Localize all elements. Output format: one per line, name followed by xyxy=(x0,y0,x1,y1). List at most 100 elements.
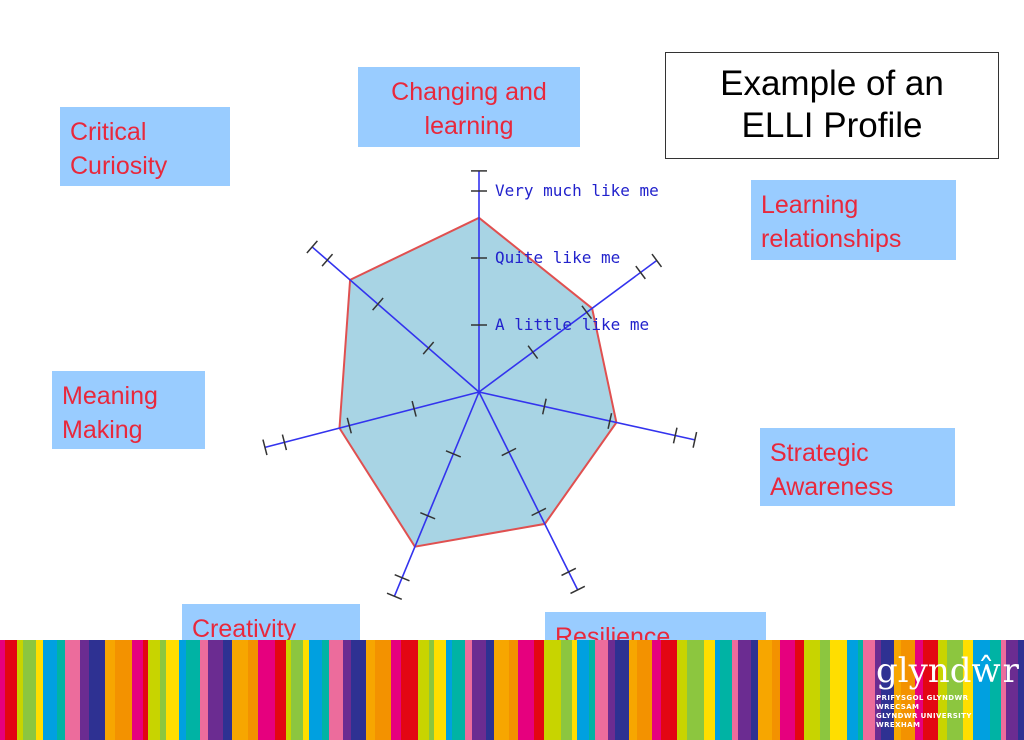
stripe xyxy=(923,640,938,740)
tick-creativity-2 xyxy=(420,512,436,520)
stripe xyxy=(534,640,544,740)
stripe xyxy=(973,640,990,740)
stripe xyxy=(65,640,80,740)
stripe xyxy=(1006,640,1018,740)
stripe xyxy=(179,640,186,740)
logo-wordmark: glyndŵr xyxy=(876,651,1019,691)
stripe xyxy=(1018,640,1024,740)
stripe xyxy=(36,640,43,740)
tick-strategic-4 xyxy=(692,431,698,448)
university-logo: glyndŵr PRIFYSGOL GLYNDWR WRECSAM GLYNDW… xyxy=(870,651,1019,730)
stripe xyxy=(780,640,795,740)
stripe xyxy=(544,640,561,740)
stripe xyxy=(286,640,291,740)
stripe xyxy=(715,640,720,740)
axis-curiosity xyxy=(311,246,480,393)
stripe xyxy=(57,640,65,740)
axis-learning_rel xyxy=(478,259,658,393)
stripe xyxy=(258,640,275,740)
stripe xyxy=(17,640,23,740)
stripe xyxy=(23,640,36,740)
stripe xyxy=(847,640,858,740)
tick-strategic-2 xyxy=(607,413,613,429)
stripe xyxy=(863,640,875,740)
stripe xyxy=(0,640,5,740)
tick-curiosity-2 xyxy=(372,297,384,311)
stripe xyxy=(963,640,973,740)
axis-strategic xyxy=(478,391,696,441)
stripe xyxy=(820,640,830,740)
tick-learning_rel-1 xyxy=(527,345,539,360)
tick-resilience-1 xyxy=(501,447,517,457)
scale-label-3: Very much like me xyxy=(495,181,659,200)
stripe xyxy=(322,640,329,740)
logo-line-english: GLYNDWR UNIVERSITY WREXHAM xyxy=(876,712,972,729)
stripe xyxy=(615,640,629,740)
stripe xyxy=(938,640,947,740)
stripe xyxy=(881,640,894,740)
stripe xyxy=(200,640,208,740)
elli-radar-diagram: A little like me Quite like me Very much l… xyxy=(262,170,698,601)
tick-learning_rel-4 xyxy=(651,253,663,268)
stripe xyxy=(629,640,637,740)
tick-creativity-1 xyxy=(445,450,462,458)
stripe xyxy=(795,640,804,740)
tick-curiosity-3 xyxy=(321,253,334,267)
stripe xyxy=(452,640,465,740)
tick-learning_rel-2 xyxy=(581,305,593,320)
stripe xyxy=(80,640,89,740)
stripe xyxy=(494,640,509,740)
stripe xyxy=(115,640,132,740)
label-meaning-making: Meaning Making xyxy=(52,371,205,449)
stripe xyxy=(329,640,343,740)
stripe xyxy=(446,640,452,740)
tick-curiosity-4 xyxy=(306,240,318,254)
stripe xyxy=(391,640,401,740)
stripe xyxy=(901,640,915,740)
stripe xyxy=(465,640,472,740)
slide-title: Example of an ELLI Profile xyxy=(665,52,999,159)
label-critical-curiosity: Critical Curiosity xyxy=(60,107,230,186)
tick-strategic-1 xyxy=(541,398,547,415)
tick-meaning-4 xyxy=(262,439,268,456)
tick-meaning-1 xyxy=(411,400,417,417)
stripe xyxy=(608,640,615,740)
scale-label-1: A little like me xyxy=(495,315,649,334)
stripe-banner xyxy=(0,640,1024,740)
tick-learning_rel-3 xyxy=(635,265,646,280)
logo-subtitle: PRIFYSGOL GLYNDWR WRECSAM GLYNDWR UNIVER… xyxy=(870,694,1010,730)
tick-meaning-3 xyxy=(281,434,288,451)
stripe xyxy=(291,640,303,740)
stripe xyxy=(518,640,534,740)
axis-creativity xyxy=(393,391,480,597)
stripe xyxy=(804,640,820,740)
tick-resilience-4 xyxy=(570,585,586,595)
stripe xyxy=(472,640,486,740)
stripe xyxy=(1001,640,1006,740)
stripe xyxy=(275,640,286,740)
tick-creativity-4 xyxy=(386,592,403,601)
stripe xyxy=(704,640,715,740)
stripe xyxy=(595,640,608,740)
stripe xyxy=(990,640,1001,740)
axis-resilience xyxy=(478,391,579,591)
label-learning-relationships: Learning relationships xyxy=(751,180,956,260)
stripe xyxy=(89,640,105,740)
stripe xyxy=(166,640,179,740)
stripe xyxy=(401,640,418,740)
tick-strategic-3 xyxy=(672,427,678,444)
stripe xyxy=(661,640,677,740)
stripe xyxy=(418,640,429,740)
stripe xyxy=(186,640,200,740)
label-strategic-awareness: Strategic Awareness xyxy=(760,428,955,506)
stripe xyxy=(486,640,494,740)
profile-polygon xyxy=(338,216,618,548)
stripe xyxy=(830,640,847,740)
stripe xyxy=(652,640,661,740)
stripe xyxy=(738,640,751,740)
stripe xyxy=(589,640,595,740)
scale-label-2: Quite like me xyxy=(495,248,620,267)
stripe xyxy=(375,640,391,740)
tick-resilience-3 xyxy=(561,567,577,577)
label-changing-and-learning: Changing and learning xyxy=(358,67,580,147)
